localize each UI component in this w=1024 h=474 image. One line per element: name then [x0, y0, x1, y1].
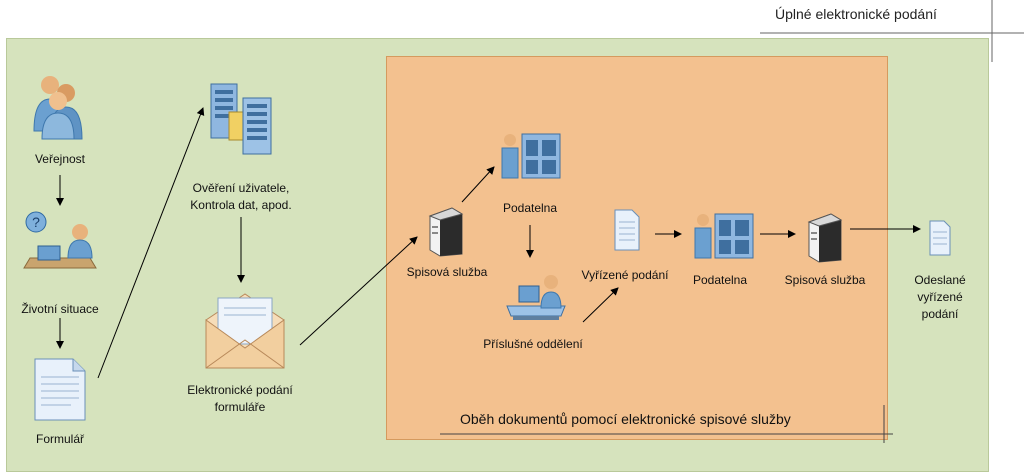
server-rack-icon [210, 83, 272, 155]
operator-rack-icon [694, 213, 754, 259]
document-icon [34, 358, 86, 421]
label-verejnost: Veřejnost [34, 152, 86, 166]
label-podatelna-2: Podatelna [692, 273, 748, 287]
arrow-oddeleni-to-vyrizene [582, 287, 619, 323]
label-el-podani-line2: formuláře [214, 400, 266, 414]
users-icon [33, 76, 83, 140]
label-overeni-line2: Kontrola dat, apod. [190, 198, 292, 212]
label-odeslane-line1: Odeslané [914, 273, 966, 287]
document-icon [614, 209, 640, 251]
arrow-spisova-to-podatelna [461, 166, 495, 203]
label-spisova-sluzba-2: Spisová služba [784, 273, 866, 287]
workstation-icon [506, 275, 566, 320]
server-icon [807, 213, 843, 263]
label-zivotni-situace: Životní situace [21, 302, 99, 316]
label-prislusne-oddeleni: Příslušné oddělení [483, 337, 583, 351]
label-el-podani-line1: Elektronické podání [187, 383, 293, 397]
label-odeslane-line3: podání [921, 307, 959, 321]
server-icon [428, 207, 464, 257]
arrow-podani-to-spisova [299, 236, 418, 346]
envelope-icon [205, 293, 285, 369]
records-service-caption: Oběh dokumentů pomocí elektronické spiso… [460, 411, 791, 427]
label-podatelna-1: Podatelna [502, 201, 558, 215]
helpdesk-person-icon: ? [23, 211, 97, 269]
arrow-formular-to-overeni [97, 107, 205, 379]
label-overeni-line1: Ověření uživatele, [192, 181, 290, 195]
label-formular: Formulář [35, 432, 84, 446]
label-odeslane-line2: vyřízené [917, 290, 963, 304]
svg-text:?: ? [32, 214, 40, 230]
diagram-title: Úplné elektronické podání [775, 6, 937, 22]
operator-rack-icon [501, 133, 561, 179]
document-icon [929, 220, 951, 256]
label-spisova-sluzba-1: Spisová služba [406, 265, 488, 279]
label-vyrizene-podani: Vyřízené podání [581, 268, 669, 282]
